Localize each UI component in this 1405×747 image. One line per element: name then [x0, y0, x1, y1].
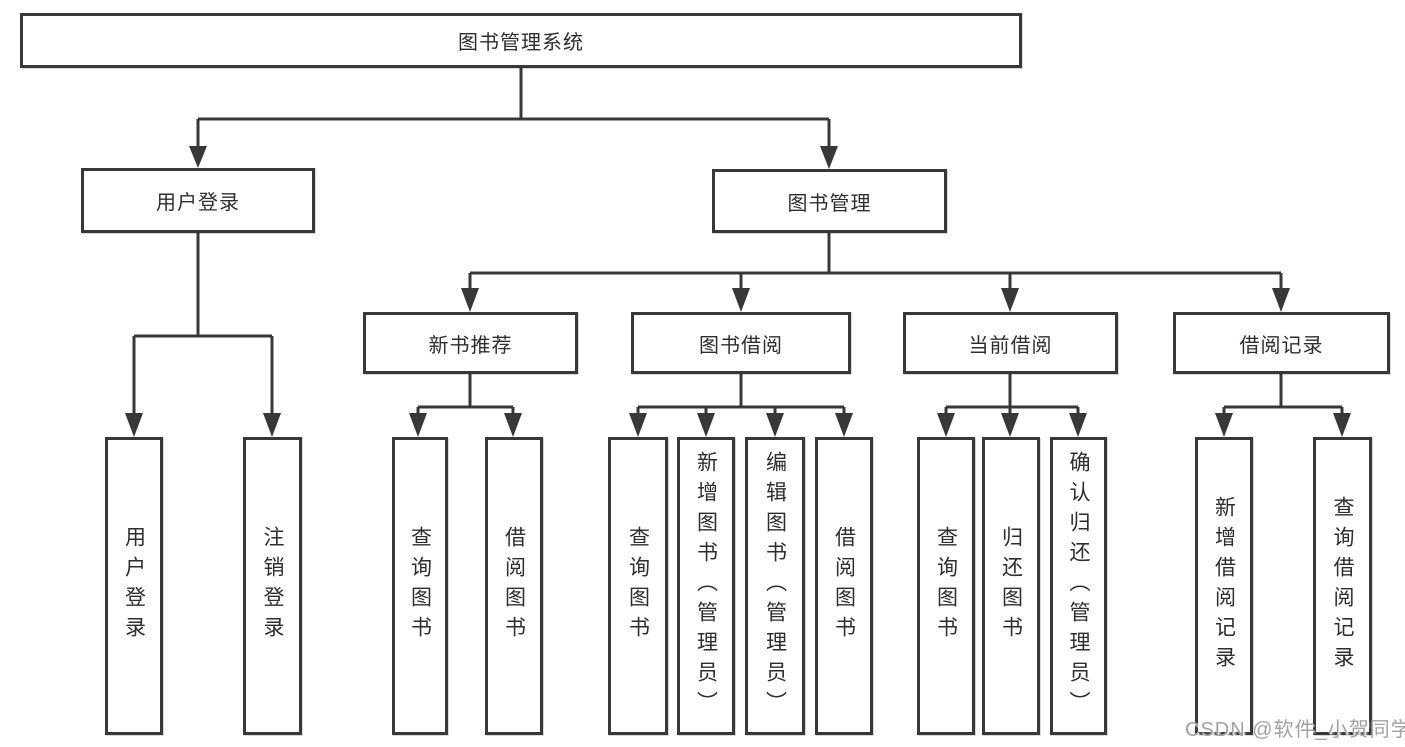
leaf-user-login: 用户登录: [105, 437, 163, 735]
connector-userlogin-to-children: [132, 233, 274, 415]
node-label: 借阅图书: [502, 526, 526, 646]
arrow-down-icon: [937, 413, 955, 437]
node-label: 图书借阅: [699, 334, 783, 357]
arrow-down-icon: [766, 413, 784, 437]
arrow-down-icon: [820, 146, 838, 169]
node-system-root: 图书管理系统: [20, 13, 1022, 68]
leaf-return-books: 归还图书: [982, 437, 1040, 735]
leaf-borrow-books: 借阅图书: [815, 437, 873, 735]
node-label: 查询图书: [934, 526, 958, 646]
node-label: 查询图书: [626, 526, 650, 646]
connector-current-to-children: [944, 374, 1080, 415]
connector-root-to-level2: [196, 68, 831, 148]
node-label: 借阅记录: [1239, 334, 1324, 357]
arrow-down-icon: [697, 413, 715, 437]
connector-bookmgmt-to-level3: [468, 233, 1283, 290]
arrow-down-icon: [629, 413, 647, 437]
node-label: 借阅图书: [832, 526, 856, 646]
leaf-query-books-current: 查询图书: [917, 437, 975, 735]
node-label: 图书管理系统: [458, 32, 584, 54]
node-label: 编辑图书（管理员）: [763, 451, 787, 721]
node-label: 确认归还（管理员）: [1067, 451, 1090, 721]
leaf-add-books-admin: 新增图书（管理员）: [677, 437, 735, 735]
arrow-down-icon: [504, 413, 522, 437]
node-label: 归还图书: [999, 526, 1023, 646]
node-borrowing-records: 借阅记录: [1173, 312, 1390, 374]
node-user-login-module: 用户登录: [81, 168, 315, 233]
connector-records-to-children: [1222, 374, 1344, 415]
leaf-edit-books-admin: 编辑图书（管理员）: [745, 437, 805, 735]
node-label: 用户登录: [122, 526, 146, 646]
node-label: 新增借阅记录: [1212, 496, 1236, 676]
arrow-down-icon: [1001, 413, 1019, 437]
node-label: 注销登录: [261, 526, 284, 646]
node-label: 新增图书（管理员）: [694, 451, 718, 721]
arrow-down-icon: [1069, 413, 1087, 437]
leaf-query-books-recommend: 查询图书: [392, 437, 448, 735]
arrow-down-icon: [263, 413, 281, 437]
leaf-query-books-borrowing: 查询图书: [608, 437, 668, 735]
node-new-book-recommend: 新书推荐: [363, 312, 578, 374]
arrowheads: [125, 146, 1351, 437]
node-label: 图书管理: [787, 192, 872, 215]
arrow-down-icon: [835, 413, 853, 437]
leaf-query-borrow-record: 查询借阅记录: [1313, 437, 1372, 735]
arrow-down-icon: [189, 146, 207, 168]
csdn-watermark: CSDN @软件_小贺同学: [1185, 719, 1405, 741]
node-label: 用户登录: [156, 192, 240, 214]
arrow-down-icon: [1001, 288, 1019, 312]
leaf-logout: 注销登录: [243, 437, 302, 735]
node-label: 查询借阅记录: [1331, 496, 1354, 676]
arrow-down-icon: [732, 288, 750, 312]
node-book-management-module: 图书管理: [712, 169, 947, 233]
node-current-borrowing: 当前借阅: [903, 312, 1118, 374]
leaf-borrow-books-recommend: 借阅图书: [485, 437, 543, 735]
leaf-add-borrow-record: 新增借阅记录: [1195, 437, 1253, 735]
leaf-confirm-return-admin: 确认归还（管理员）: [1050, 437, 1107, 735]
arrow-down-icon: [1215, 413, 1233, 437]
node-label: 查询图书: [408, 526, 432, 646]
connector-newbook-to-children: [416, 374, 515, 415]
arrow-down-icon: [409, 413, 427, 437]
node-book-borrowing: 图书借阅: [631, 312, 851, 374]
node-label: 新书推荐: [428, 334, 513, 357]
connector-borrow-to-children: [636, 374, 846, 415]
arrow-down-icon: [461, 288, 479, 312]
node-label: 当前借阅: [968, 334, 1053, 357]
arrow-down-icon: [125, 413, 143, 437]
arrow-down-icon: [1333, 413, 1351, 437]
arrow-down-icon: [1272, 288, 1290, 312]
